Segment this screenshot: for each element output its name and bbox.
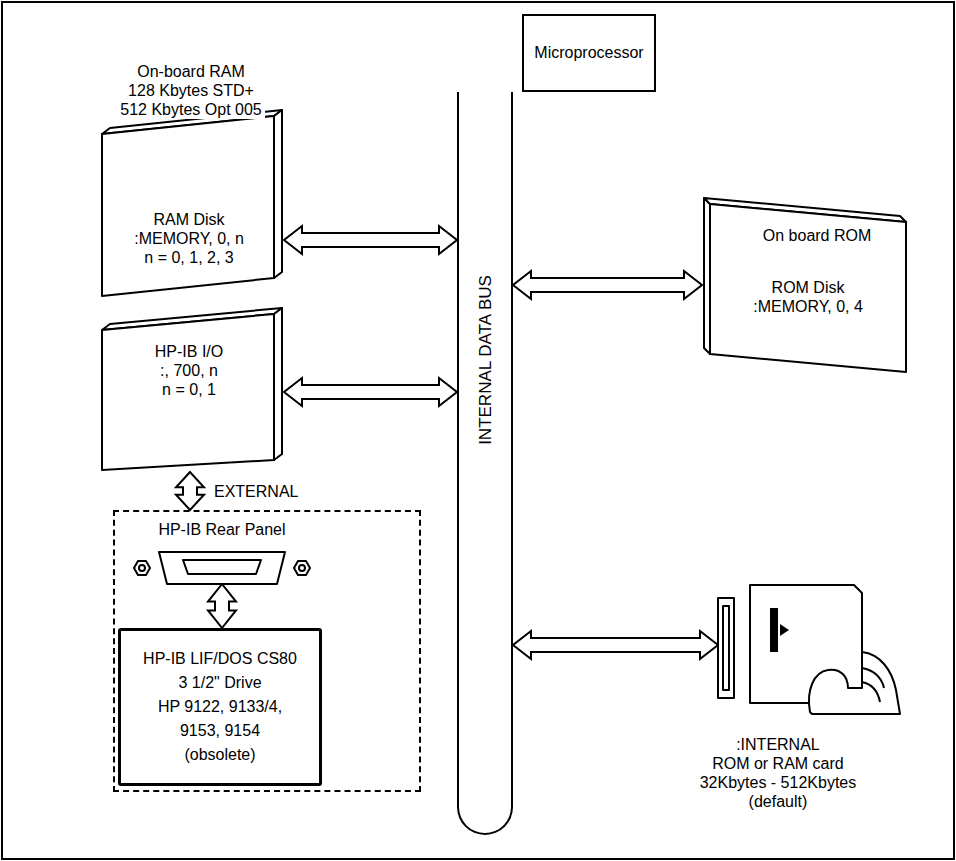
rom-card: On board ROM ROM Disk :MEMORY, 0, 4	[702, 192, 908, 374]
double-arrow	[284, 378, 457, 406]
bus-label: INTERNAL DATA BUS	[476, 275, 495, 445]
node-heading: On-board RAM 128 Kbytes STD+ 512 Kbytes …	[117, 62, 264, 119]
double-arrow	[284, 226, 457, 254]
node-heading: :INTERNAL ROM or RAM card 32Kbytes - 512…	[700, 735, 857, 811]
double-arrow	[208, 584, 236, 628]
double-arrow	[513, 271, 702, 299]
node-heading: On board ROM	[763, 226, 871, 245]
edge-label: EXTERNAL	[212, 482, 300, 501]
node-heading: HP-IB I/O :, 700, n n = 0, 1	[155, 342, 223, 399]
double-arrow	[176, 472, 204, 510]
memory-card-slot: :INTERNAL ROM or RAM card 32Kbytes - 512…	[690, 580, 910, 820]
double-arrow	[513, 631, 718, 659]
microprocessor-box: Microprocessor	[522, 14, 656, 92]
node-text: ROM Disk :MEMORY, 0, 4	[753, 278, 863, 316]
node-heading: HP-IB Rear Panel	[158, 520, 285, 539]
node-text: RAM Disk :MEMORY, 0, n n = 0, 1, 2, 3	[134, 210, 244, 267]
rear-panel-group: HP-IB LIF/DOS CS80 3 1/2" Drive HP 9122,…	[113, 510, 421, 792]
hpib-io-card: HP-IB I/O :, 700, n n = 0, 1	[98, 306, 284, 472]
internal-data-bus: INTERNAL DATA BUS	[457, 92, 513, 835]
node-heading: HP-IB LIF/DOS CS80 3 1/2" Drive HP 9122,…	[143, 647, 297, 767]
disk-drive-box: HP-IB LIF/DOS CS80 3 1/2" Drive HP 9122,…	[118, 628, 322, 786]
node-heading: Microprocessor	[534, 43, 643, 62]
ram-card: On-board RAM 128 Kbytes STD+ 512 Kbytes …	[98, 60, 284, 300]
